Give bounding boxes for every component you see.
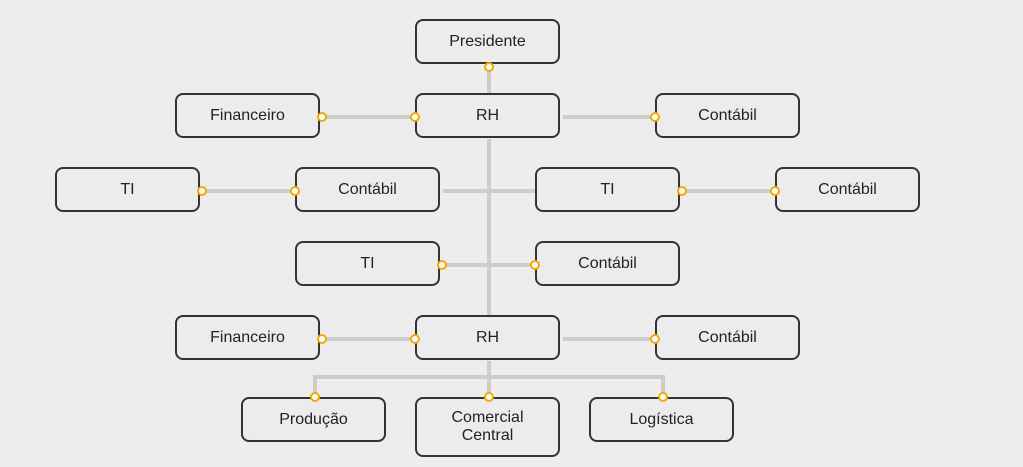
node-label: RH [475, 328, 500, 346]
connector-line [313, 375, 317, 397]
connection-port[interactable] [197, 186, 207, 196]
node-financeiro[interactable]: Financeiro [175, 315, 320, 360]
connection-port[interactable] [437, 260, 447, 270]
node-contabil[interactable]: Contábil [655, 93, 800, 138]
connector-line [322, 337, 415, 341]
connector-line [442, 263, 535, 267]
node-financeiro[interactable]: Financeiro [175, 93, 320, 138]
node-ti[interactable]: TI [295, 241, 440, 286]
node-contabil[interactable]: Contábil [535, 241, 680, 286]
connection-port[interactable] [658, 392, 668, 402]
connection-port[interactable] [484, 62, 494, 72]
connector-line [487, 361, 491, 397]
connection-port[interactable] [410, 334, 420, 344]
node-contabil[interactable]: Contábil [655, 315, 800, 360]
connection-port[interactable] [317, 334, 327, 344]
connection-port[interactable] [677, 186, 687, 196]
connector-line [487, 66, 491, 93]
node-comercial-central[interactable]: Comercial Central [415, 397, 560, 457]
connection-port[interactable] [530, 260, 540, 270]
node-contabil[interactable]: Contábil [295, 167, 440, 212]
node-ti[interactable]: TI [535, 167, 680, 212]
connection-port[interactable] [410, 112, 420, 122]
node-label: Contábil [698, 328, 757, 346]
node-label: Financeiro [210, 106, 285, 124]
node-label: Comercial Central [451, 409, 524, 444]
node-logistica[interactable]: Logística [589, 397, 734, 442]
node-label: Logística [629, 410, 694, 428]
connector-line [322, 115, 415, 119]
node-label: Financeiro [210, 328, 285, 346]
connection-port[interactable] [317, 112, 327, 122]
node-label: Contábil [818, 180, 877, 198]
node-rh[interactable]: RH [415, 93, 560, 138]
connector-line [443, 189, 535, 193]
node-label: Contábil [578, 254, 637, 272]
connection-port[interactable] [310, 392, 320, 402]
node-label: TI [600, 180, 615, 198]
connector-line [682, 189, 775, 193]
connector-line [563, 337, 655, 341]
connector-line [487, 139, 491, 316]
node-label: Produção [279, 410, 348, 428]
node-contabil[interactable]: Contábil [775, 167, 920, 212]
connector-line [661, 375, 665, 397]
node-label: Contábil [338, 180, 397, 198]
connection-port[interactable] [770, 186, 780, 196]
connector-line [563, 115, 655, 119]
node-ti[interactable]: TI [55, 167, 200, 212]
node-producao[interactable]: Produção [241, 397, 386, 442]
node-rh[interactable]: RH [415, 315, 560, 360]
connection-port[interactable] [290, 186, 300, 196]
node-label: RH [475, 106, 500, 124]
connection-port[interactable] [650, 334, 660, 344]
connector-line [313, 375, 665, 379]
connection-port[interactable] [650, 112, 660, 122]
node-label: Contábil [698, 106, 757, 124]
node-label: TI [120, 180, 135, 198]
node-label: TI [360, 254, 375, 272]
connector-line [202, 189, 295, 193]
node-presidente[interactable]: Presidente [415, 19, 560, 64]
connection-port[interactable] [484, 392, 494, 402]
node-label: Presidente [449, 32, 526, 50]
